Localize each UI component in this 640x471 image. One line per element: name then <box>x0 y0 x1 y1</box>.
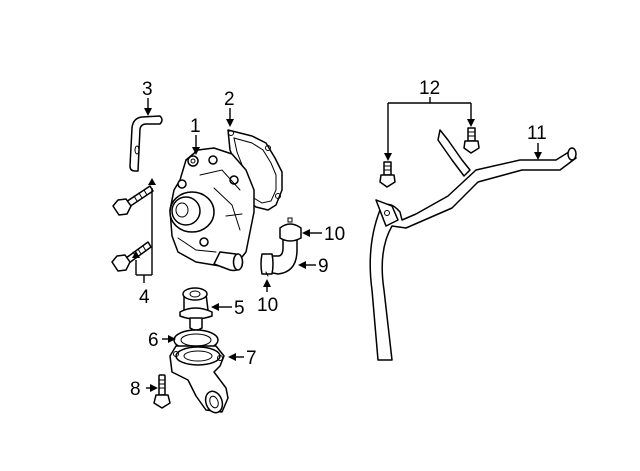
thermostat <box>179 287 213 331</box>
callout-6: 6 <box>148 330 159 351</box>
pipe-bolt-left <box>379 161 396 188</box>
water-pump <box>169 147 255 272</box>
hose-clamp-upper <box>279 217 302 242</box>
callout-7: 7 <box>246 348 257 369</box>
callout-10-lower: 10 <box>257 295 278 316</box>
hose-clamp-lower <box>260 253 274 277</box>
thermostat-housing <box>169 345 229 414</box>
callout-8: 8 <box>130 379 141 400</box>
callout-12: 12 <box>419 78 440 99</box>
callout-labels: 1 2 3 4 5 6 7 8 9 10 10 11 12 <box>130 78 547 400</box>
leader-lines <box>132 97 542 392</box>
hose-bracket <box>129 115 163 172</box>
callout-5: 5 <box>234 298 245 319</box>
callout-4: 4 <box>139 287 150 308</box>
bypass-pipe <box>369 129 577 361</box>
pipe-bolt-right <box>463 127 480 154</box>
callout-2: 2 <box>224 89 235 110</box>
pump-bolt-upper <box>112 185 154 216</box>
callout-9: 9 <box>318 256 329 277</box>
callout-10-upper: 10 <box>324 224 345 245</box>
pump-bolt-lower <box>111 241 152 272</box>
callout-11: 11 <box>527 123 547 144</box>
housing-bolt <box>153 374 171 409</box>
callout-3: 3 <box>142 79 153 100</box>
callout-1: 1 <box>190 116 201 137</box>
